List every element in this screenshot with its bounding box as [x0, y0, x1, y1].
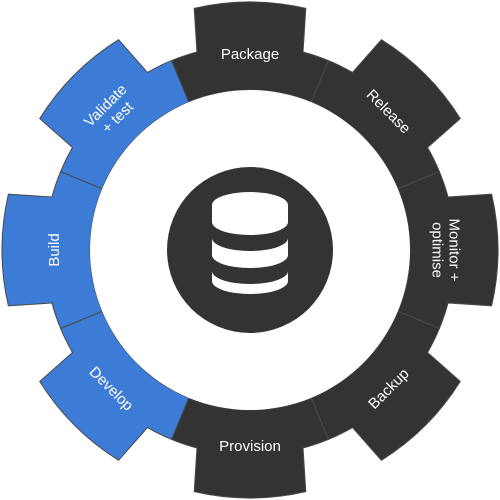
segment-label-package: Package [221, 46, 279, 63]
segment-label-monitor-optimise: Monitor +optimise [429, 219, 463, 282]
database-icon [212, 192, 288, 294]
center-hub [167, 167, 333, 333]
segment-label-build: Build [46, 233, 63, 266]
segment-label-provision: Provision [219, 438, 281, 455]
